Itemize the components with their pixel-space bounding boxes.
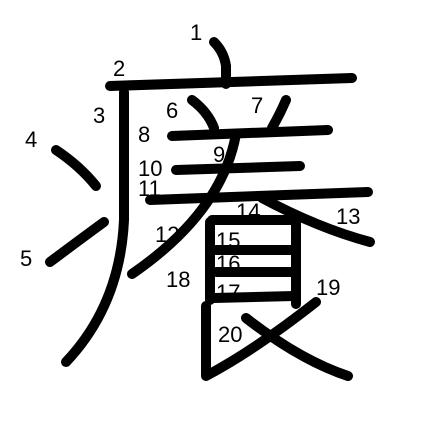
stroke-number-19: 19 xyxy=(316,275,340,300)
stroke-number-2: 2 xyxy=(113,56,125,81)
stroke-number-7: 7 xyxy=(251,93,263,118)
stroke-3 xyxy=(61,87,129,367)
stroke-1 xyxy=(209,37,231,89)
stroke-number-5: 5 xyxy=(20,246,32,271)
stroke-5 xyxy=(45,217,109,267)
stroke-13 xyxy=(257,193,375,247)
stroke-17 xyxy=(209,291,299,303)
stroke-19 xyxy=(201,297,321,381)
stroke-number-18: 18 xyxy=(166,267,190,292)
stroke-number-10: 10 xyxy=(138,156,162,181)
stroke-number-14: 14 xyxy=(236,199,260,224)
stroke-number-9: 9 xyxy=(213,142,225,167)
stroke-number-4: 4 xyxy=(25,127,37,152)
stroke-number-11: 11 xyxy=(138,176,161,201)
stroke-7 xyxy=(267,95,291,133)
stroke-number-6: 6 xyxy=(166,98,178,123)
stroke-20 xyxy=(241,313,353,381)
stroke-9-12 xyxy=(127,129,241,279)
stroke-4 xyxy=(51,145,101,191)
stroke-2 xyxy=(105,73,357,91)
stroke-number-12: 12 xyxy=(155,222,179,247)
stroke-number-15: 15 xyxy=(216,228,240,253)
stroke-number-20: 20 xyxy=(218,322,242,347)
stroke-number-8: 8 xyxy=(138,122,150,147)
stroke-8 xyxy=(167,125,333,141)
stroke-number-1: 1 xyxy=(190,20,202,45)
stroke-number-13: 13 xyxy=(336,204,360,229)
glyph-strokes xyxy=(45,37,375,381)
stroke-10 xyxy=(171,161,305,175)
stroke-14 xyxy=(207,215,301,309)
stroke-6 xyxy=(187,95,219,133)
stroke-number-16: 16 xyxy=(216,251,240,276)
stroke-number-17: 17 xyxy=(216,280,240,305)
stroke-number-3: 3 xyxy=(93,103,105,128)
stroke-number-labels: 1 2 3 4 5 6 7 8 9 10 11 12 13 14 15 16 1… xyxy=(20,20,360,347)
